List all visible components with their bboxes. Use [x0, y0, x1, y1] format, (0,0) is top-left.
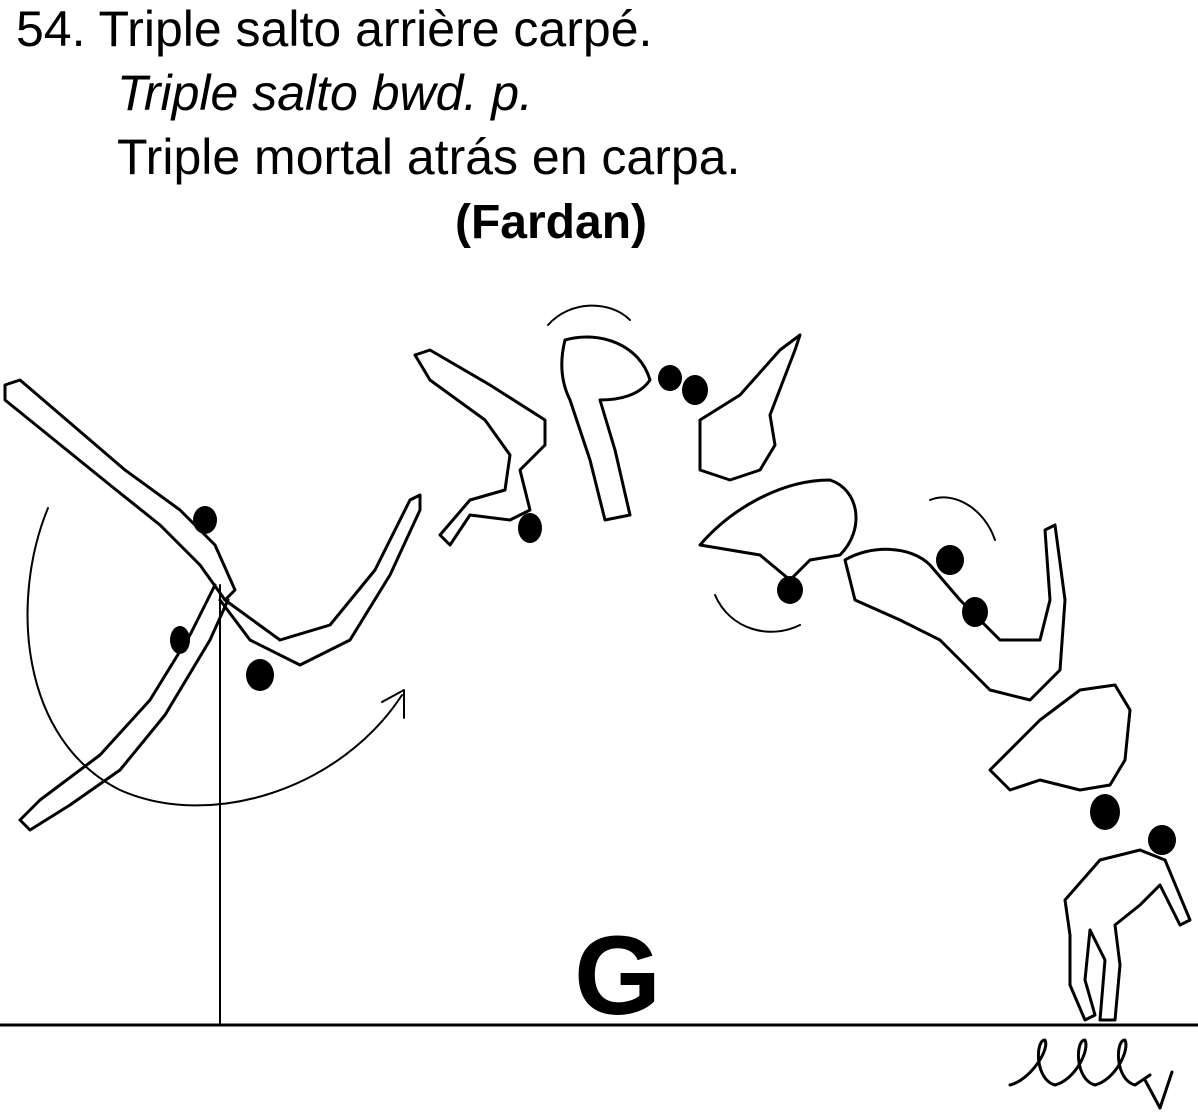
gymnast-figure-pike-5 — [843, 496, 1067, 702]
group-letter: G — [574, 913, 662, 1038]
element-title-spanish: Triple mortal atrás en carpa. — [117, 129, 741, 185]
gymnast-figure-pike-1 — [413, 348, 547, 547]
gymnast-figure-pike-2 — [547, 304, 682, 522]
gymnast-figure-pike-3 — [682, 333, 802, 482]
element-title-english: Triple salto bwd. p. — [117, 65, 533, 121]
gymnast-figure-takeoff — [3, 378, 237, 832]
gymnast-figure-pike-6 — [988, 683, 1132, 830]
gymnast-figure-landing — [1063, 825, 1192, 1022]
rotation-arrow-icon — [26, 507, 403, 807]
difficulty-mark-handwriting — [1008, 1038, 1174, 1110]
gymnast-figure-pike-4 — [698, 478, 858, 633]
rotation-arrowhead-icon — [381, 689, 405, 719]
gymnast-figure-extension — [218, 493, 422, 691]
element-title-french: 54. Triple salto arrière carpé. — [16, 1, 653, 57]
element-author-name: (Fardan) — [455, 196, 647, 249]
